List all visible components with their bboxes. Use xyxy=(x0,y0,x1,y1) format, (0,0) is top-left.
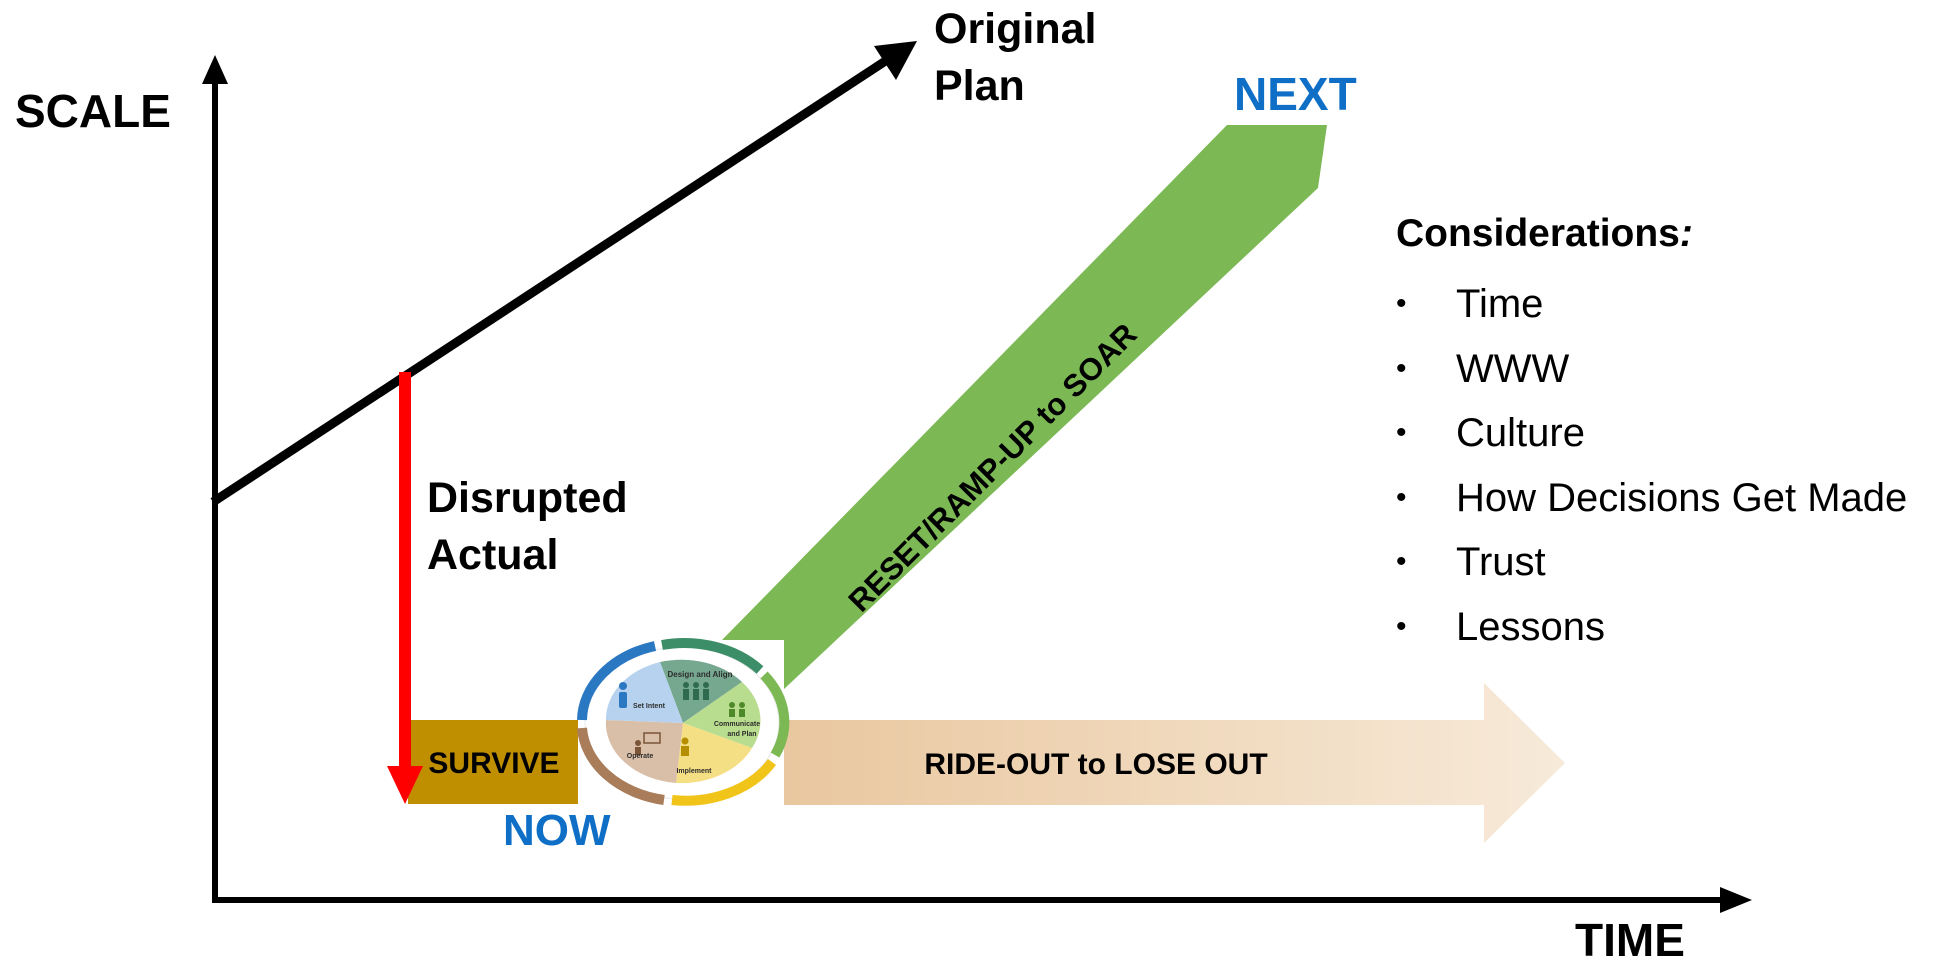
cycle-label-operate: Operate xyxy=(627,753,654,760)
bullet-icon: • xyxy=(1396,416,1407,449)
survive-label: SURVIVE xyxy=(428,747,559,780)
considerations-item-text: Trust xyxy=(1456,540,1546,584)
considerations-item-text: Time xyxy=(1456,282,1544,326)
cycle-label-communicate-1: Communicate xyxy=(714,721,760,728)
x-axis-label: TIME xyxy=(1575,914,1685,961)
original-plan-label-line2: Plan xyxy=(934,62,1025,110)
original-plan-label-line1: Original xyxy=(934,5,1096,53)
ride-out-label: RIDE-OUT to LOSE OUT xyxy=(924,748,1267,781)
ride-out-arrow xyxy=(782,683,1565,843)
disrupted-label-line1: Disrupted xyxy=(427,474,628,522)
disruption-arrow xyxy=(387,372,423,804)
bullet-icon: • xyxy=(1396,480,1407,514)
considerations-item: • Trust xyxy=(1396,530,1936,595)
bullet-icon: • xyxy=(1396,545,1407,578)
considerations-item: • WWW xyxy=(1396,337,1936,402)
disrupted-label-line2: Actual xyxy=(427,531,558,579)
now-label: NOW xyxy=(503,806,611,855)
cycle-ring-brown xyxy=(577,727,665,805)
considerations-item-text: How Decisions Get Made xyxy=(1456,475,1908,520)
reset-arrow xyxy=(722,125,1327,690)
original-plan-arrow xyxy=(210,41,917,506)
cycle-segment-design xyxy=(660,659,742,723)
team-icon xyxy=(729,702,745,717)
cycle-segment-implement xyxy=(676,723,752,784)
presenter-icon xyxy=(635,732,661,755)
bullet-icon: • xyxy=(1396,287,1407,320)
cycle-ring-teal xyxy=(661,638,764,674)
cycle-graphic: Design and Align Communicate and Plan Im… xyxy=(577,638,790,806)
considerations-title: Considerations: xyxy=(1396,208,1936,260)
cycle-label-communicate-2: and Plan xyxy=(727,731,756,738)
x-axis-arrowhead xyxy=(1720,887,1752,913)
cycle-segment-communicate xyxy=(683,682,761,748)
considerations-item-text: WWW xyxy=(1456,346,1570,391)
next-label: NEXT xyxy=(1234,68,1357,120)
cycle-segment-operate xyxy=(605,720,683,783)
considerations-item: • Culture xyxy=(1396,401,1936,466)
cycle-label-implement: Implement xyxy=(676,768,712,775)
cycle-label-setintent: Set Intent xyxy=(633,703,666,710)
considerations-title-text: Considerations xyxy=(1396,212,1680,255)
y-axis-arrowhead xyxy=(202,55,228,84)
considerations-item-text: Culture xyxy=(1456,411,1585,455)
cycle-label-design: Design and Align xyxy=(667,670,732,679)
bullet-icon: • xyxy=(1396,609,1407,643)
disruption-arrowhead xyxy=(387,766,423,804)
axes xyxy=(202,55,1752,913)
y-axis-label: SCALE xyxy=(15,85,171,137)
considerations-item: • How Decisions Get Made xyxy=(1396,466,1936,531)
considerations-item: • Lessons xyxy=(1396,595,1936,660)
worker-icon xyxy=(681,737,689,756)
original-plan-arrowhead xyxy=(874,41,917,80)
considerations-item-text: Lessons xyxy=(1456,604,1605,649)
considerations-item: • Time xyxy=(1396,272,1936,337)
considerations-title-colon: : xyxy=(1679,212,1693,255)
cycle-ring-green xyxy=(760,671,790,758)
bullet-icon: • xyxy=(1396,351,1407,385)
person-icon xyxy=(619,682,627,708)
cycle-ring-blue xyxy=(577,641,657,721)
reset-label: RESET/RAMP-UP to SOAR xyxy=(842,317,1144,619)
considerations-list: • Time • WWW • Culture • How Decisions Get M… xyxy=(1396,272,1936,659)
cycle-ring-yellow xyxy=(671,758,777,806)
people-icon xyxy=(683,682,709,700)
considerations-panel: Considerations: • Time • WWW • Culture • How… xyxy=(1396,208,1936,659)
survive-box xyxy=(408,720,580,804)
